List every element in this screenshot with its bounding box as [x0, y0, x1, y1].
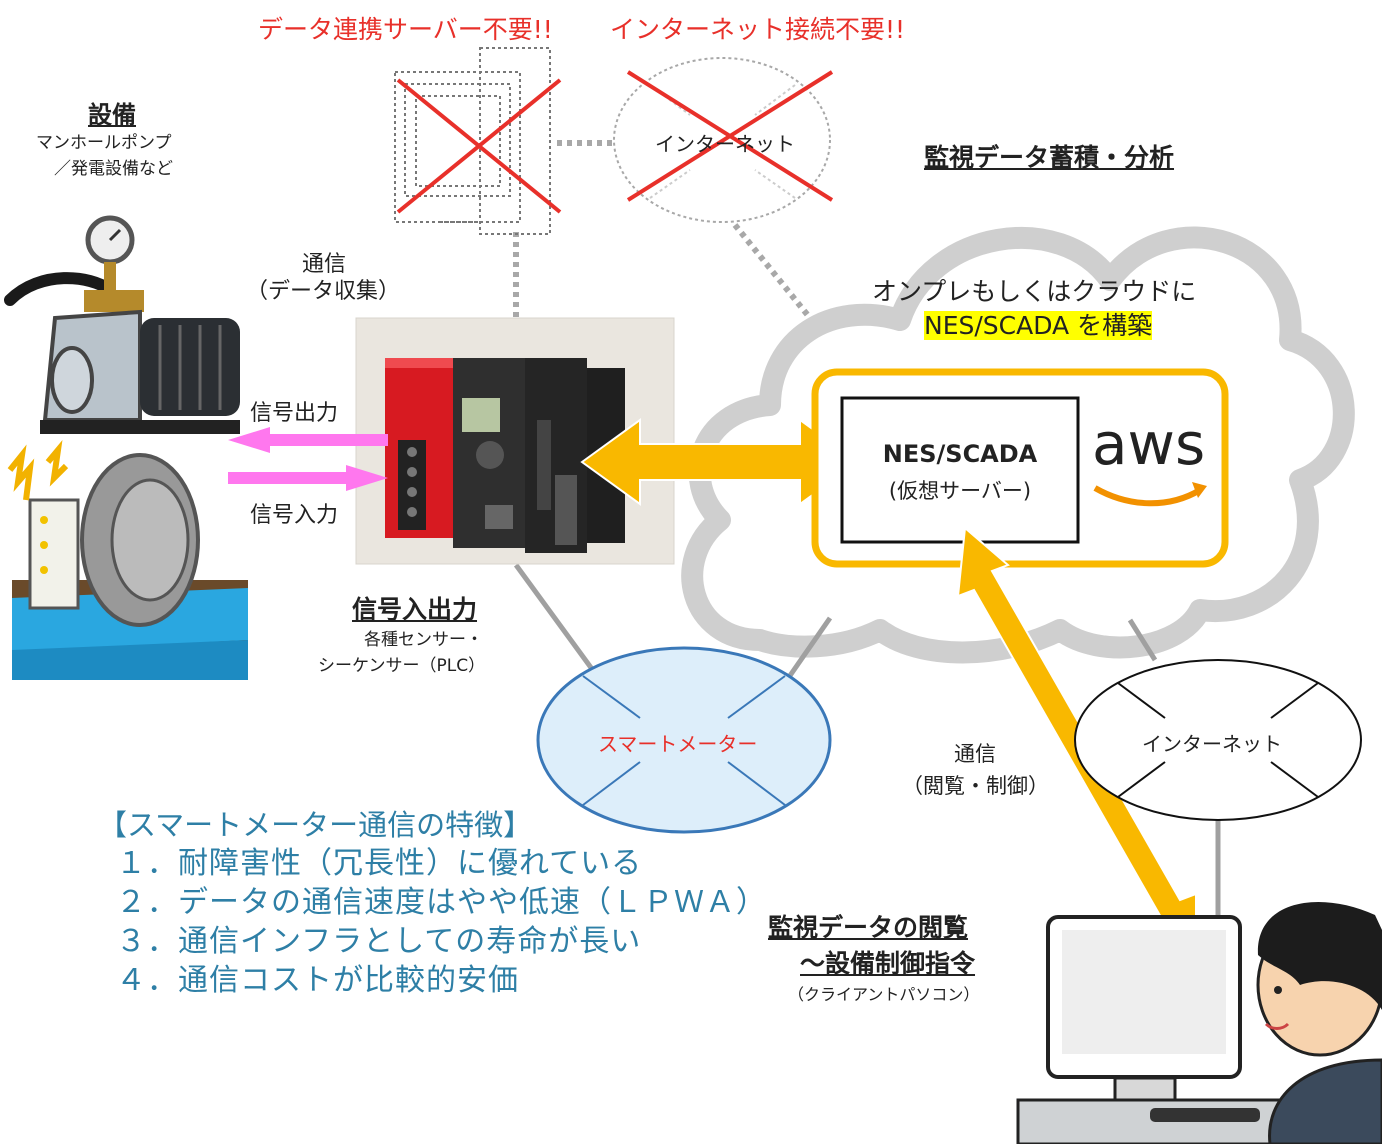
comm-view-line2: （閲覧・制御） — [902, 774, 1049, 798]
cloud-line2: NES/SCADA を構築 — [924, 311, 1153, 340]
person-image — [1256, 902, 1382, 1144]
cloud-heading: 監視データ蓄積・分析 — [924, 143, 1175, 172]
cloud-line1: オンプレもしくはクラウドに — [872, 277, 1197, 306]
signal-input-arrow — [228, 465, 388, 491]
feature-item: ４．通信コストが比較的安価 — [116, 963, 519, 998]
internet-cloud-dotted — [732, 223, 813, 320]
internet-cross-mark — [626, 70, 834, 202]
no-internet-label: インターネット接続不要!! — [610, 15, 906, 44]
nes-server-box — [840, 396, 1080, 544]
equipment-title: 設備 — [88, 101, 136, 129]
feature-item: ３．通信インフラとしての寿命が長い — [116, 924, 642, 959]
feature-item: １．耐障害性（冗長性）に優れている — [116, 846, 643, 881]
equipment-sub2: ／発電設備など — [54, 159, 173, 179]
comm-collect-line1: 通信 — [302, 252, 347, 277]
plc-sub1: 各種センサー・ — [364, 630, 483, 650]
comm-view-line1: 通信 — [954, 742, 996, 766]
aws-smile-icon — [1093, 485, 1202, 507]
comm-collect-line2: （データ収集） — [246, 279, 401, 304]
internet-ellipse — [1074, 659, 1362, 821]
server-crossed-icon — [394, 47, 551, 235]
plc-title: 信号入出力 — [352, 595, 478, 624]
cloud-internet-line — [1127, 618, 1158, 662]
equipment-sub1: マンホールポンプ — [36, 133, 172, 153]
feature-item: ２．データの通信速度はやや低速（ＬＰＷＡ） — [116, 885, 767, 920]
pump-image — [4, 215, 240, 434]
plc-sub2: シーケンサー（PLC） — [318, 656, 486, 676]
top-internet-label: インターネット — [655, 132, 795, 156]
client-pc-image — [1016, 915, 1290, 1144]
signal-output-label: 信号出力 — [250, 401, 339, 426]
server-cross-mark — [396, 78, 562, 214]
internet-label: インターネット — [1142, 732, 1282, 756]
smart-meter-label: スマートメーター — [598, 732, 758, 756]
turbine-image — [7, 439, 248, 680]
features-title: 【スマートメーター通信の特徴】 — [98, 808, 533, 842]
nes-server-sub: (仮想サーバー) — [888, 479, 1032, 503]
plc-meter-line — [513, 563, 603, 682]
nes-server-title: NES/SCADA — [882, 440, 1038, 468]
signal-input-label: 信号入力 — [250, 503, 339, 528]
signal-output-arrow — [228, 427, 388, 453]
no-server-label: データ連携サーバー不要!! — [258, 15, 553, 44]
plc-device-image — [355, 317, 675, 565]
smart-meter-ellipse — [536, 646, 832, 834]
client-sub: （クライアントパソコン） — [788, 985, 980, 1004]
aws-logo: aws — [1092, 410, 1206, 478]
client-title1: 監視データの閲覧 — [768, 913, 969, 942]
client-title2: ～設備制御指令 — [800, 949, 976, 978]
